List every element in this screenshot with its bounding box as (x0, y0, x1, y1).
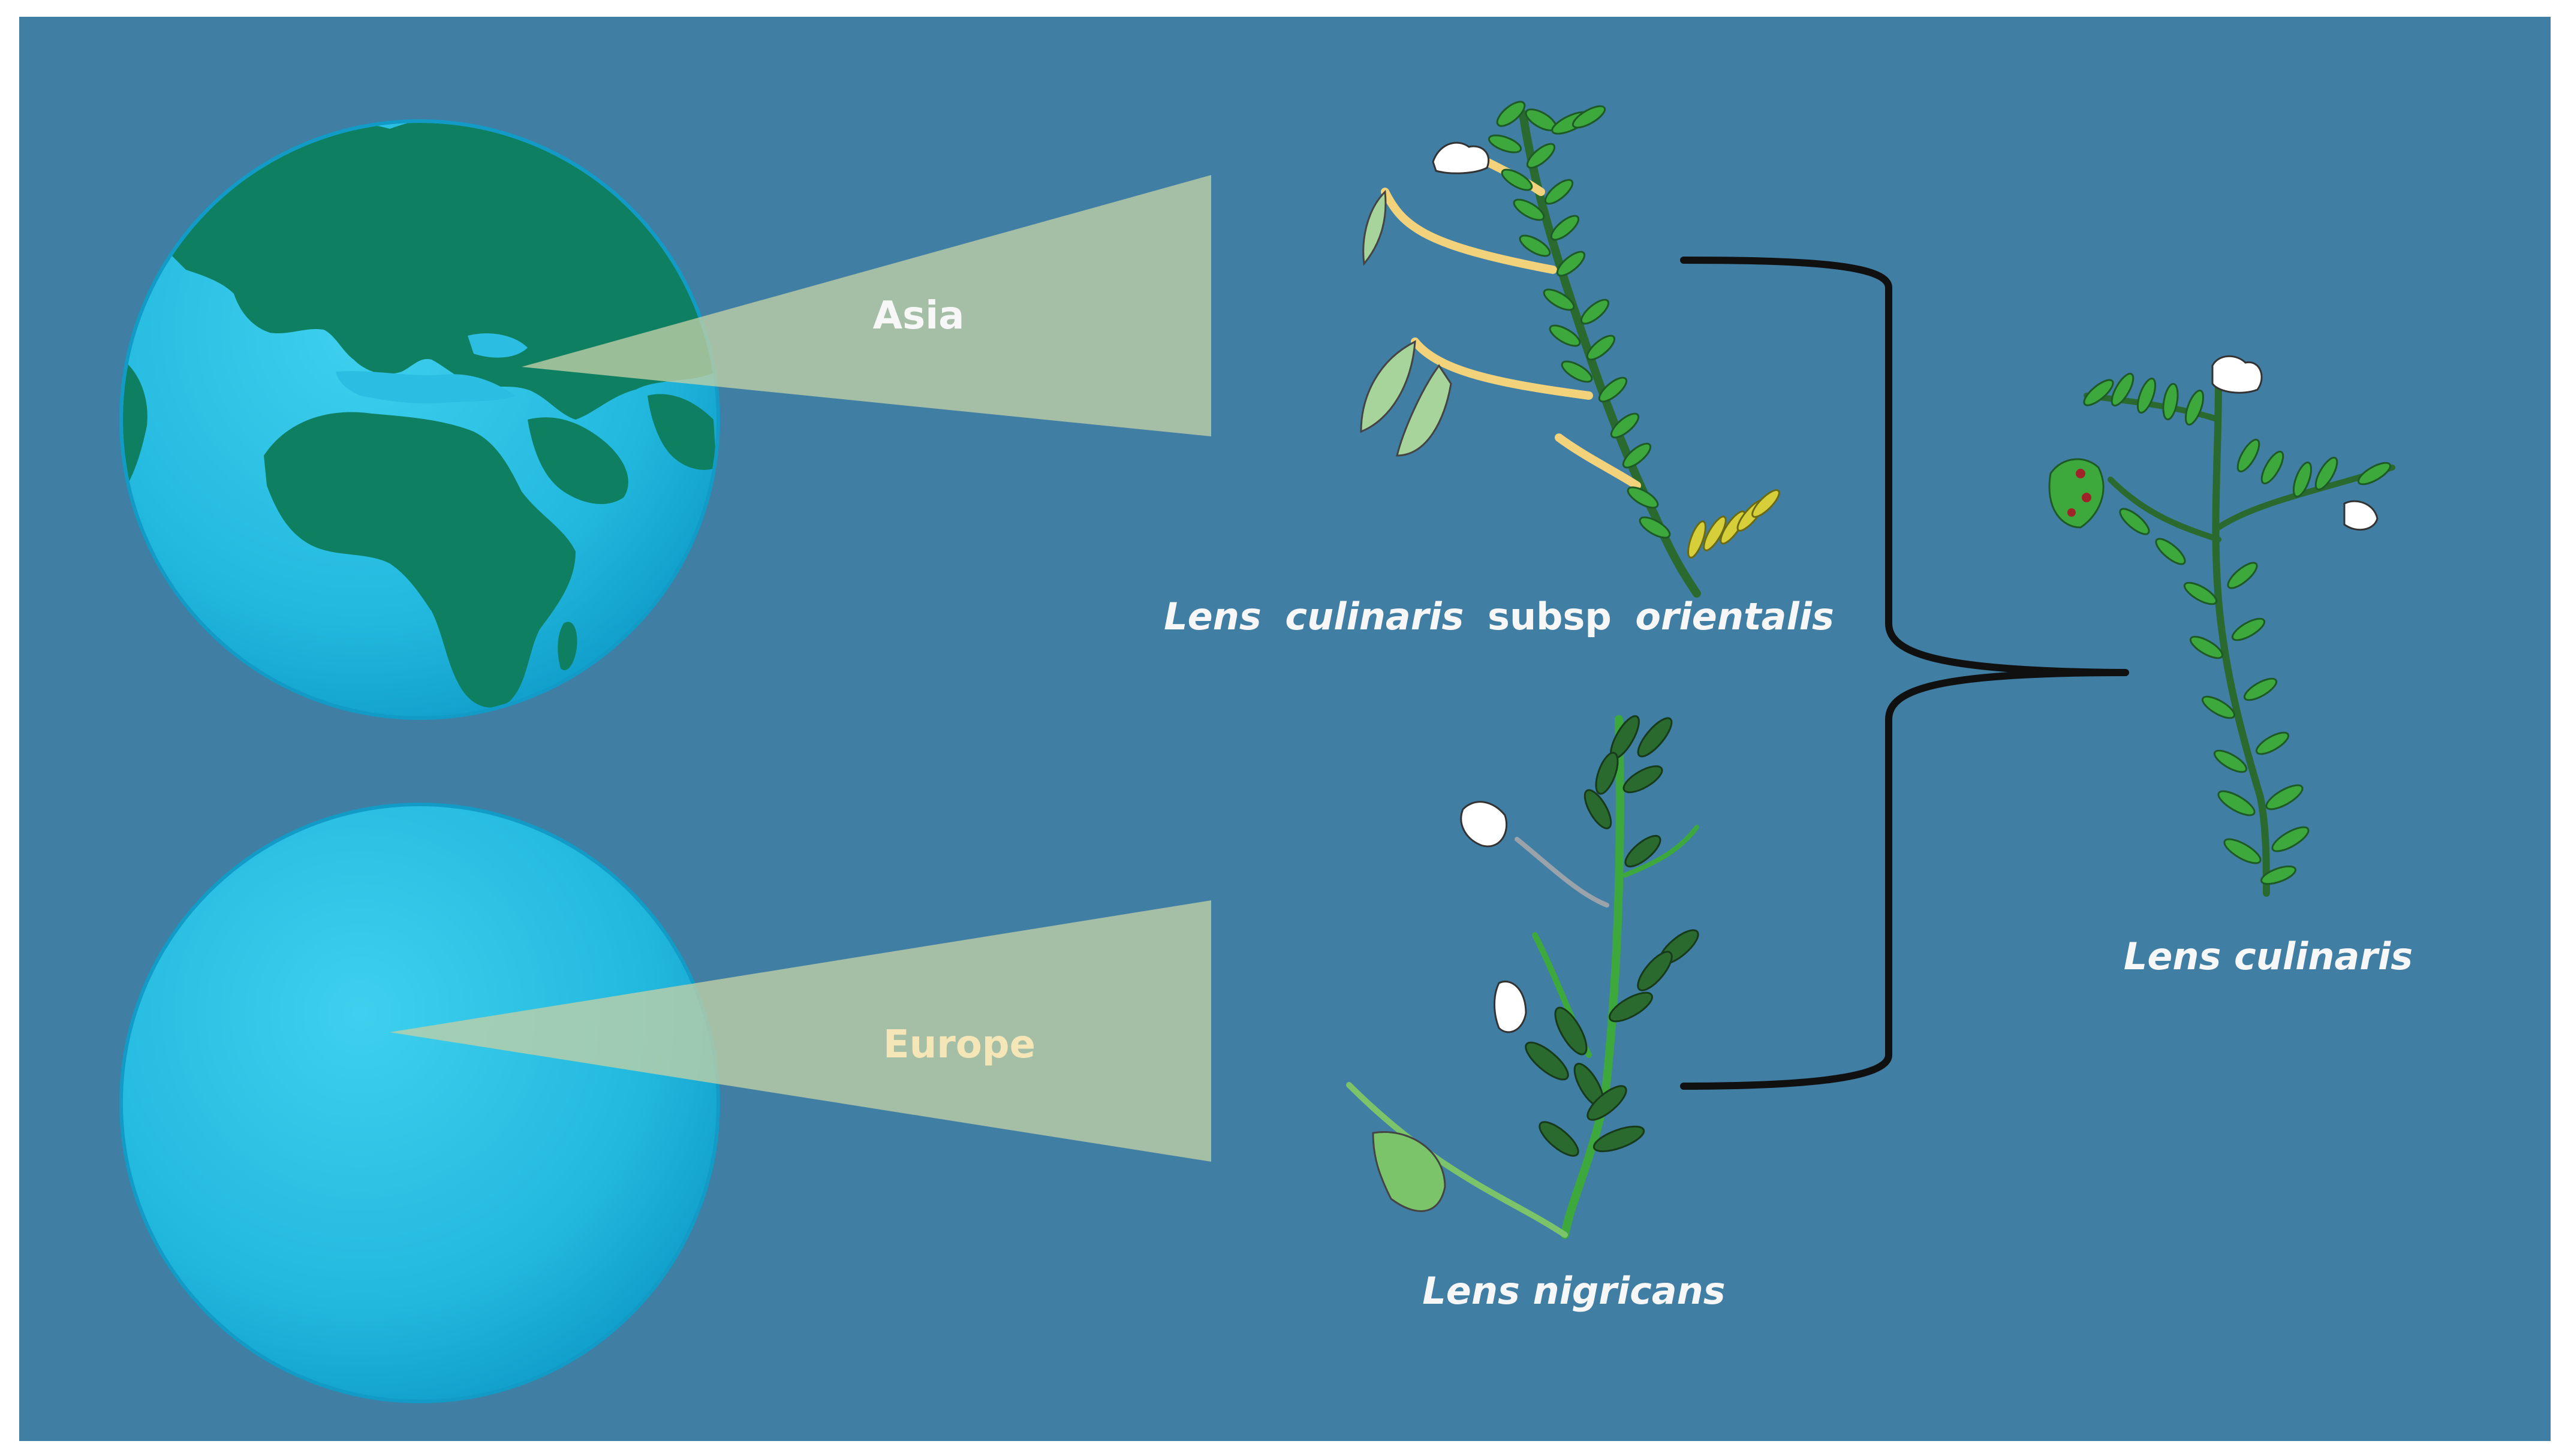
europe-label: Europe (883, 1023, 1035, 1067)
nigricans-label: Lens nigricans (1422, 1269, 1725, 1313)
nigricans-plant-icon (1346, 715, 1699, 1239)
culinaris-plant-icon (2048, 355, 2395, 897)
europe-beam (390, 900, 1211, 1162)
merge-bracket (1680, 257, 2129, 1090)
orientalis-genus: Lens (1164, 595, 1262, 638)
globe-top-icon (119, 119, 720, 720)
asia-label: Asia (873, 294, 965, 338)
orientalis-epithet: culinaris (1285, 595, 1464, 638)
orientalis-rank: subsp (1488, 595, 1612, 638)
culinaris-label: Lens culinaris (2124, 935, 2413, 978)
orientalis-label: Lens culinaris subsp orientalis (1164, 595, 1834, 638)
orientalis-subspecies: orientalis (1635, 595, 1834, 638)
globe-bottom-icon (119, 803, 720, 1403)
orientalis-plant-icon (1360, 101, 1780, 598)
asia-beam (522, 175, 1211, 436)
